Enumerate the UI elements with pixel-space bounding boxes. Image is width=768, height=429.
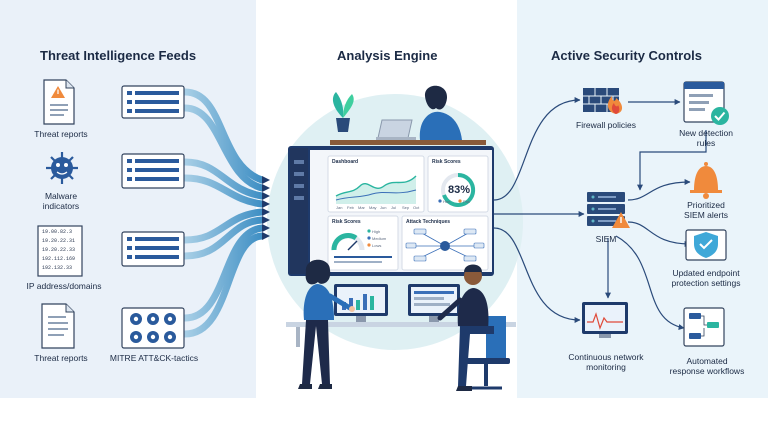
risk-percent-value: 83% bbox=[448, 184, 471, 196]
month-label: Mar bbox=[358, 205, 365, 210]
feed-box-3 bbox=[121, 231, 185, 267]
month-label: Jun bbox=[380, 205, 387, 210]
risk-legend-2: Pak bbox=[463, 199, 470, 204]
label-firewall: Firewall policies bbox=[576, 120, 636, 130]
label-threat-reports-2: Threat reports bbox=[34, 353, 88, 363]
risk-gauge-title: Risk Scores bbox=[332, 219, 361, 225]
endpoint-shield-icon bbox=[685, 229, 727, 261]
section-title-threat-intel: Threat Intelligence Feeds bbox=[40, 48, 197, 63]
desk-monitor-right bbox=[408, 284, 460, 322]
gauge-legend-lows: Lows bbox=[372, 243, 382, 248]
label-siem: SIEM bbox=[595, 234, 617, 244]
gauge-legend-high: High bbox=[372, 229, 381, 234]
threat-report-doc-icon bbox=[43, 79, 75, 125]
analyst-top-figure bbox=[330, 85, 486, 145]
label-monitoring-l2: monitoring bbox=[586, 362, 626, 372]
mitre-tactics-box bbox=[121, 307, 185, 349]
label-siem-alerts-l2: SIEM alerts bbox=[684, 210, 728, 220]
risk-gauge-card bbox=[327, 215, 399, 271]
feed-box-2 bbox=[121, 153, 185, 189]
month-label: Sep bbox=[402, 205, 410, 210]
network-monitor-icon bbox=[582, 302, 628, 338]
risk-legend-1: Hon bbox=[443, 199, 451, 204]
label-endpoint-l2: protection settings bbox=[671, 278, 741, 288]
right-panel-bg bbox=[517, 0, 768, 398]
plant-icon bbox=[332, 92, 354, 132]
detection-rules-icon bbox=[683, 81, 729, 125]
workflow-icon bbox=[683, 307, 725, 347]
ip-entry: 192.112.169 bbox=[42, 256, 76, 262]
ip-list-doc bbox=[37, 225, 83, 277]
month-label: Jul bbox=[391, 205, 397, 210]
feed-flows bbox=[77, 97, 125, 328]
attack-techniques-title: Attack Techniques bbox=[406, 219, 451, 225]
merge-arrowheads bbox=[262, 176, 270, 240]
label-detection-l2: rules bbox=[696, 138, 716, 148]
risk-card-title: Risk Scores bbox=[432, 159, 461, 165]
label-ip-domains: IP address/domains bbox=[26, 281, 102, 291]
label-malware-l2: indicators bbox=[42, 201, 80, 211]
ip-entry: 19.20.22.33 bbox=[42, 247, 76, 253]
analyst-standing-figure bbox=[298, 259, 355, 389]
ip-entry: 19.20.22.31 bbox=[42, 238, 76, 244]
label-endpoint-l1: Updated endpoint bbox=[672, 268, 740, 278]
threat-report-doc-icon-2 bbox=[41, 303, 75, 349]
virus-icon bbox=[46, 152, 78, 184]
feed-box-1 bbox=[121, 85, 185, 119]
label-workflows-l1: Automated bbox=[686, 356, 728, 366]
label-mitre-tactics: MITRE ATT&CK-tactics bbox=[109, 353, 199, 363]
section-title-analysis: Analysis Engine bbox=[337, 48, 438, 63]
alert-bell-icon bbox=[690, 162, 722, 199]
gauge-legend-medium: Medium bbox=[372, 236, 387, 241]
month-label: Jan bbox=[336, 205, 343, 210]
siem-server-icon bbox=[587, 192, 630, 228]
label-workflows-l2: response workflows bbox=[669, 366, 745, 376]
risk-percent-card bbox=[427, 155, 489, 213]
label-monitoring-l1: Continuous network bbox=[568, 352, 644, 362]
output-flows bbox=[493, 97, 707, 330]
label-threat-reports-1: Threat reports bbox=[34, 129, 88, 139]
dashboard-card-title: Dashboard bbox=[332, 159, 359, 165]
analyst-seated-figure bbox=[437, 264, 510, 391]
merge-flows bbox=[181, 88, 266, 338]
month-label: Feb bbox=[347, 205, 354, 210]
dashboard-card bbox=[327, 155, 425, 213]
month-label: May bbox=[369, 205, 377, 210]
attack-techniques-card bbox=[401, 215, 489, 271]
month-label: Oct bbox=[413, 205, 420, 210]
label-siem-alerts-l1: Prioritized bbox=[687, 200, 725, 210]
label-detection-l1: New detection bbox=[679, 128, 733, 138]
section-title-controls: Active Security Controls bbox=[551, 48, 702, 63]
label-malware-l1: Malware bbox=[44, 191, 78, 201]
ip-entry: 19.00.82.3 bbox=[42, 229, 73, 235]
ip-entry: 192.132.33 bbox=[42, 265, 73, 271]
firewall-icon bbox=[583, 88, 623, 114]
